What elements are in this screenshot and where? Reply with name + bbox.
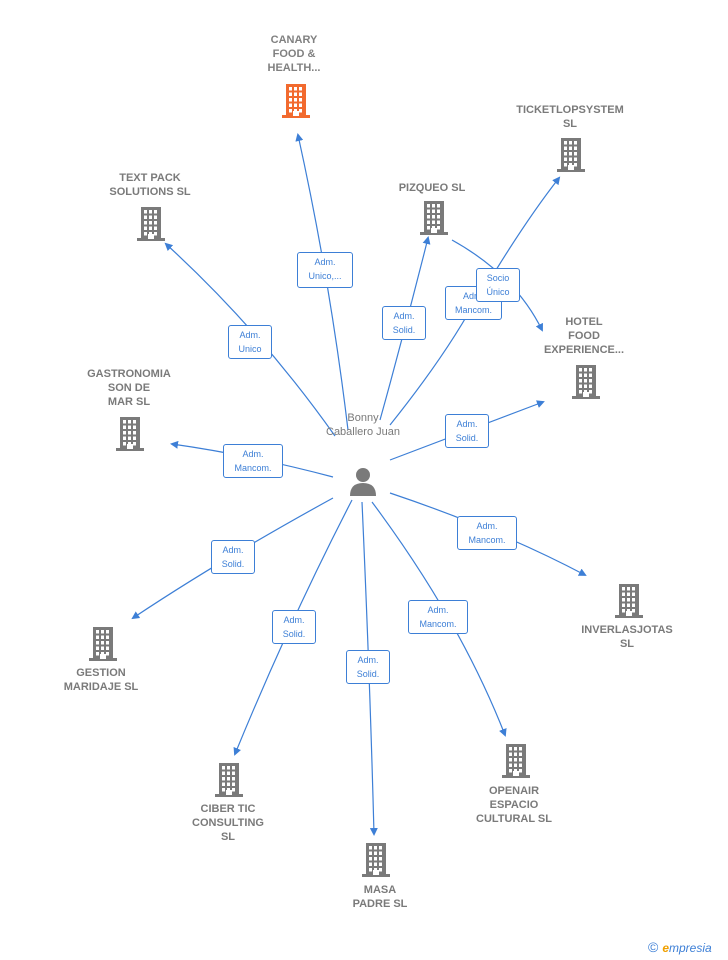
relation-label-gastronomia[interactable]: Adm. Mancom. — [223, 444, 283, 478]
pizqueo-company-name[interactable]: PIZQUEO SL — [398, 182, 466, 194]
brand-logo: ©empresia — [648, 939, 712, 955]
openair-building-icon[interactable] — [501, 744, 531, 778]
inverlas-building-icon[interactable] — [614, 584, 644, 618]
hotel-building-icon[interactable] — [571, 365, 601, 399]
cibertic-company-name[interactable]: CIBER TIC CONSULTING SL — [192, 803, 264, 843]
masa-building-icon[interactable] — [361, 843, 391, 877]
textpack-building-icon[interactable] — [136, 207, 166, 241]
brand-initial: e — [662, 941, 670, 955]
textpack-company-name[interactable]: TEXT PACK SOLUTIONS SL — [109, 172, 191, 198]
gastronomia-company-name[interactable]: GASTRONOMIA SON DE MAR SL — [87, 368, 171, 408]
relation-label-ticketlop[interactable]: Socio Único — [476, 268, 520, 302]
person-icon[interactable] — [348, 466, 378, 496]
masa-company-name[interactable]: MASA PADRE SL — [352, 884, 408, 910]
relation-label-canary[interactable]: Adm. Unico,... — [297, 252, 353, 288]
canary-building-icon[interactable] — [281, 84, 311, 118]
pizqueo-building-icon[interactable] — [419, 201, 449, 235]
gestion-building-icon[interactable] — [88, 627, 118, 661]
relation-label-hotel[interactable]: Adm. Solid. — [445, 414, 489, 448]
relation-label-openair[interactable]: Adm. Mancom. — [408, 600, 468, 634]
relation-label-inverlas[interactable]: Adm. Mancom. — [457, 516, 517, 550]
cibertic-building-icon[interactable] — [214, 763, 244, 797]
copyright-symbol: © — [648, 939, 659, 955]
relation-label-cibertic[interactable]: Adm. Solid. — [272, 610, 316, 644]
ticketlop-company-name[interactable]: TICKETLOPSYSTEM SL — [516, 104, 624, 130]
relation-label-gestion[interactable]: Adm. Solid. — [211, 540, 255, 574]
ticketlop-building-icon[interactable] — [556, 138, 586, 172]
relation-label-pizqueo[interactable]: Adm. Solid. — [382, 306, 426, 340]
canary-company-name[interactable]: CANARY FOOD & HEALTH... — [267, 34, 321, 74]
brand-name-rest: mpresia — [669, 941, 712, 955]
gastronomia-building-icon[interactable] — [115, 417, 145, 451]
relation-line — [495, 176, 561, 271]
hotel-company-name[interactable]: HOTEL FOOD EXPERIENCE... — [543, 316, 625, 356]
openair-company-name[interactable]: OPENAIR ESPACIO CULTURAL SL — [476, 785, 552, 825]
gestion-company-name[interactable]: GESTION MARIDAJE SL — [63, 667, 139, 693]
relation-label-masa[interactable]: Adm. Solid. — [346, 650, 390, 684]
inverlas-company-name[interactable]: INVERLASJOTAS SL — [581, 624, 673, 650]
center-person-label: Bonny Caballero Juan — [326, 412, 400, 438]
relation-label-textpack[interactable]: Adm. Unico — [228, 325, 272, 359]
